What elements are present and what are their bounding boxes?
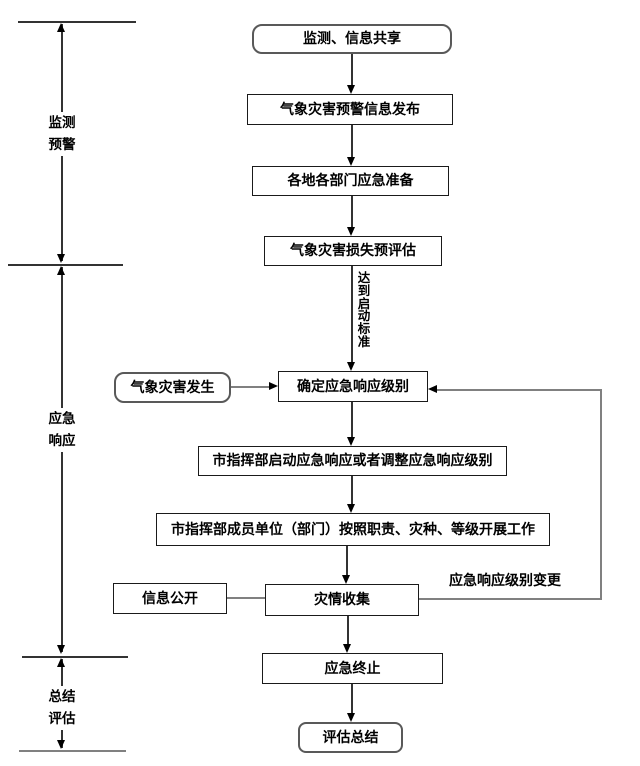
arrowhead-down-icon — [347, 713, 355, 722]
node-label: 市指挥部启动应急响应或者调整应急响应级别 — [212, 453, 493, 469]
node-label: 信息公开 — [142, 590, 198, 607]
axis-segment-response — [61, 267, 63, 652]
arrowhead-up-icon — [57, 266, 65, 275]
arrowhead-down-icon — [343, 644, 351, 653]
phase-label-emergency-response: 应急 响应 — [36, 408, 88, 452]
axis-tick-top — [18, 21, 136, 23]
arrowhead-down-icon — [57, 645, 65, 654]
node-loss-pre-assessment: 气象灾害损失预评估 — [264, 236, 442, 266]
connector-disaster-to-determine — [231, 386, 269, 388]
phase-label-monitoring-warning: 监测 预警 — [36, 112, 88, 156]
feedback-line-vertical — [600, 389, 602, 600]
connector-9 — [351, 684, 353, 713]
connector-7 — [346, 546, 348, 575]
node-emergency-end: 应急终止 — [262, 653, 443, 684]
edge-label-level-change: 应急响应级别变更 — [449, 573, 561, 589]
node-label: 市指挥部成员单位（部门）按照职责、灾种、等级开展工作 — [171, 521, 535, 538]
node-label: 确定应急响应级别 — [297, 378, 409, 395]
phase-label-summary-evaluation: 总结 评估 — [36, 686, 88, 730]
connector-info-to-collect — [227, 597, 265, 599]
axis-tick-bottom — [19, 750, 126, 752]
arrowhead-down-icon — [342, 575, 350, 584]
node-label: 评估总结 — [322, 729, 379, 746]
phase-label-line1: 应急 — [48, 411, 76, 427]
node-label: 各地各部门应急准备 — [287, 173, 414, 189]
connector-8 — [347, 616, 349, 644]
feedback-line-top — [437, 389, 602, 391]
axis-tick-mid2 — [22, 656, 128, 658]
arrowhead-down-icon — [57, 254, 65, 263]
connector-6 — [351, 476, 353, 504]
node-start-or-adjust: 市指挥部启动应急响应或者调整应急响应级别 — [198, 446, 507, 476]
node-warning-release: 气象灾害预警信息发布 — [247, 94, 453, 125]
node-label: 气象灾害发生 — [130, 379, 215, 396]
arrowhead-down-icon — [347, 362, 355, 371]
phase-label-line2: 评估 — [48, 711, 76, 727]
arrowhead-down-icon — [347, 437, 355, 446]
edge-label-reach-start-criteria: 达到启动标准 — [357, 270, 371, 349]
feedback-line-bottom — [419, 598, 602, 600]
node-dept-preparation: 各地各部门应急准备 — [252, 166, 449, 196]
node-label: 监测、信息共享 — [303, 31, 401, 47]
arrowhead-left-icon — [428, 385, 437, 393]
node-label: 气象灾害预警信息发布 — [280, 101, 420, 118]
connector-5 — [351, 402, 353, 437]
node-disaster-occur: 气象灾害发生 — [114, 372, 231, 403]
phase-label-line2: 预警 — [48, 137, 76, 153]
connector-2 — [351, 125, 353, 157]
phase-label-line1: 总结 — [48, 689, 76, 705]
phase-label-line2: 响应 — [48, 433, 76, 449]
node-info-public: 信息公开 — [113, 583, 227, 614]
node-monitor-share: 监测、信息共享 — [252, 24, 452, 54]
connector-1 — [351, 54, 353, 85]
arrowhead-down-icon — [347, 157, 355, 166]
arrowhead-up-icon — [57, 23, 65, 32]
node-determine-level: 确定应急响应级别 — [278, 371, 428, 402]
connector-4 — [351, 266, 353, 362]
node-label: 灾情收集 — [314, 592, 370, 608]
arrowhead-down-icon — [347, 227, 355, 236]
arrowhead-right-icon — [269, 382, 278, 390]
node-members-carry-out: 市指挥部成员单位（部门）按照职责、灾种、等级开展工作 — [156, 513, 550, 546]
node-label: 应急终止 — [324, 660, 381, 677]
axis-tick-mid1 — [8, 264, 123, 266]
arrowhead-down-icon — [347, 504, 355, 513]
arrowhead-down-icon — [57, 740, 65, 749]
node-evaluation-summary: 评估总结 — [298, 722, 403, 753]
arrowhead-down-icon — [347, 85, 355, 94]
connector-3 — [351, 196, 353, 227]
node-collect-info: 灾情收集 — [265, 584, 419, 616]
node-label: 气象灾害损失预评估 — [290, 243, 416, 259]
phase-label-line1: 监测 — [48, 115, 76, 131]
arrowhead-up-icon — [57, 658, 65, 667]
